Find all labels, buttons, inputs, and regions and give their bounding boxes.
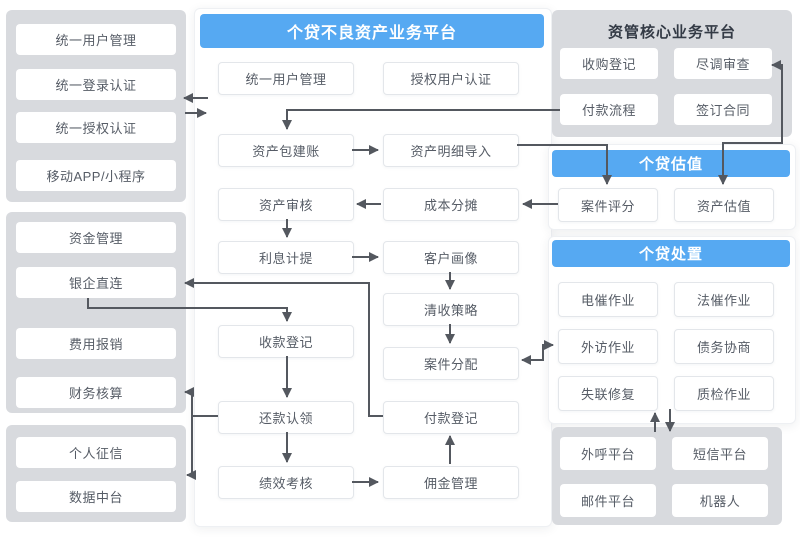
node-due-diligence: 尽调审查 — [674, 48, 772, 79]
core-business-panel: 资管核心业务平台 收购登记 尽调审查 付款流程 签订合同 — [552, 10, 792, 137]
node-receipt-registration: 收款登记 — [218, 325, 354, 358]
node-email-platform: 邮件平台 — [560, 484, 656, 517]
node-commission-mgmt: 佣金管理 — [383, 466, 519, 499]
valuation-header: 个贷估值 — [552, 150, 790, 177]
node-bank-direct-link: 银企直连 — [16, 267, 176, 298]
node-unified-user-mgmt: 统一用户管理 — [16, 24, 176, 55]
node-quality-check: 质检作业 — [674, 376, 774, 411]
node-field-visit: 外访作业 — [558, 329, 658, 364]
node-performance-review: 绩效考核 — [218, 466, 354, 499]
node-outbound-call-platform: 外呼平台 — [560, 437, 656, 470]
node-payment-registration: 付款登记 — [383, 401, 519, 434]
node-robot: 机器人 — [672, 484, 768, 517]
node-customer-profile: 客户画像 — [383, 241, 519, 274]
finance-panel: 资金管理 银企直连 费用报销 财务核算 — [6, 212, 186, 413]
node-unified-login-auth: 统一登录认证 — [16, 69, 176, 100]
identity-panel: 统一用户管理 统一登录认证 统一授权认证 移动APP/小程序 — [6, 10, 186, 202]
node-acquisition-reg: 收购登记 — [560, 48, 658, 79]
node-expense-claim: 费用报销 — [16, 328, 176, 359]
node-asset-package: 资产包建账 — [218, 134, 354, 167]
node-repayment-claim: 还款认领 — [218, 401, 354, 434]
disposal-header: 个贷处置 — [552, 240, 790, 267]
node-cost-share: 成本分摊 — [383, 188, 519, 221]
npl-platform-header: 个贷不良资产业务平台 — [200, 14, 544, 48]
node-user-mgmt: 统一用户管理 — [218, 62, 354, 95]
node-sign-contract: 签订合同 — [674, 94, 772, 125]
node-skip-tracing: 失联修复 — [558, 376, 658, 411]
node-asset-import: 资产明细导入 — [383, 134, 519, 167]
node-payment-flow: 付款流程 — [560, 94, 658, 125]
node-interest-accrual: 利息计提 — [218, 241, 354, 274]
node-auth-user: 授权用户认证 — [383, 62, 519, 95]
node-case-scoring: 案件评分 — [558, 188, 658, 222]
node-asset-valuation: 资产估值 — [674, 188, 774, 222]
node-debt-negotiation: 债务协商 — [674, 329, 774, 364]
data-panel: 个人征信 数据中台 — [6, 425, 186, 522]
node-fund-mgmt: 资金管理 — [16, 222, 176, 253]
core-business-title: 资管核心业务平台 — [607, 23, 736, 41]
node-legal-collection: 法催作业 — [674, 282, 774, 317]
edge-repay-claim-to-data-panel — [186, 416, 196, 480]
node-mobile-app: 移动APP/小程序 — [16, 160, 176, 191]
node-sms-platform: 短信平台 — [672, 437, 768, 470]
node-financial-acct: 财务核算 — [16, 377, 176, 408]
node-tele-collection: 电催作业 — [558, 282, 658, 317]
node-asset-review: 资产审核 — [218, 188, 354, 221]
channels-panel: 外呼平台 短信平台 邮件平台 机器人 — [552, 427, 782, 525]
node-unified-authz: 统一授权认证 — [16, 112, 176, 143]
node-personal-credit: 个人征信 — [16, 437, 176, 468]
node-data-middle: 数据中台 — [16, 481, 176, 512]
node-case-assignment: 案件分配 — [383, 347, 519, 380]
node-collection-strategy: 清收策略 — [383, 293, 519, 326]
